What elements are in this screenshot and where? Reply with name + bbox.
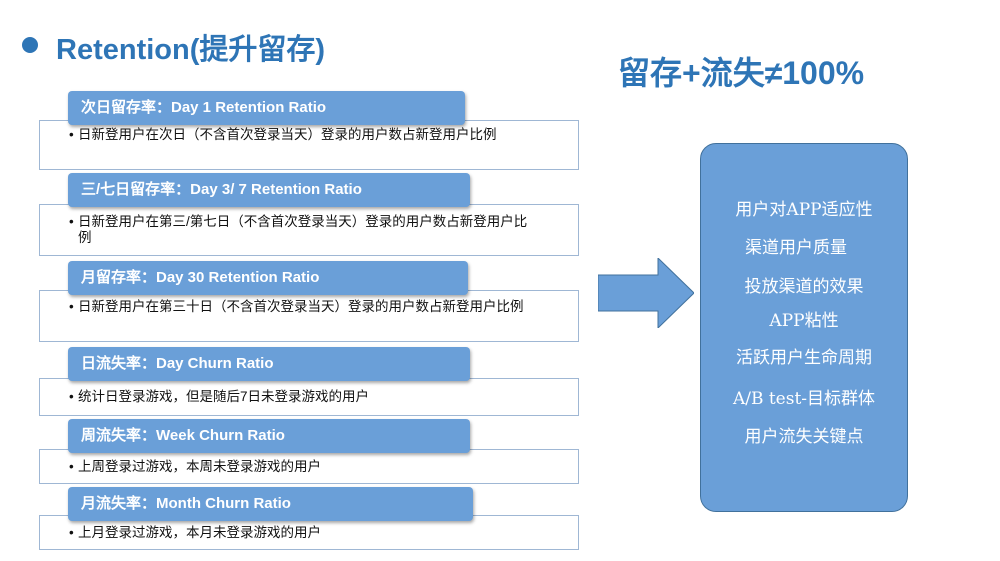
page-title: Retention(提升留存) — [56, 34, 326, 66]
bullet-icon: • — [69, 459, 74, 474]
metric-description: 日新登用户在第三十日（不含首次登录当天）登录的用户数占新登用户比例 — [78, 299, 524, 314]
metric-header: 月留存率：Day 30 Retention Ratio — [68, 261, 468, 295]
bullet-icon: • — [69, 389, 74, 404]
metric-header: 周流失率：Week Churn Ratio — [68, 419, 470, 453]
metric-description: 日新登用户在次日（不含首次登录当天）登录的用户数占新登用户比例 — [78, 127, 497, 142]
bullet-icon: • — [69, 525, 74, 540]
metric-description-box: • 日新登用户在次日（不含首次登录当天）登录的用户数占新登用户比例 — [39, 120, 579, 170]
metric-description: 上周登录过游戏，本周未登录游戏的用户 — [78, 459, 321, 474]
metric-description: 统计日登录游戏，但是随后7日未登录游戏的用户 — [78, 389, 370, 404]
factor-item: 投放渠道的效果 — [744, 277, 864, 297]
bullet-icon: • — [69, 214, 74, 229]
bullet-icon: • — [69, 299, 74, 314]
metric-description-box: • 日新登用户在第三/第七日（不含首次登录当天）登录的用户数占新登用户比例 — [39, 204, 579, 256]
metric-description: 日新登用户在第三/第七日（不含首次登录当天）登录的用户数占新登用户比例 — [78, 214, 528, 245]
factors-panel: 用户对APP适应性 渠道用户质量 投放渠道的效果 APP粘性 活跃用户生命周期 … — [700, 143, 908, 512]
metric-description-box: • 日新登用户在第三十日（不含首次登录当天）登录的用户数占新登用户比例 — [39, 290, 579, 342]
metric-header: 三/七日留存率：Day 3/ 7 Retention Ratio — [68, 173, 470, 207]
metric-header: 月流失率：Month Churn Ratio — [68, 487, 473, 521]
factor-item: 用户流失关键点 — [744, 427, 864, 447]
bullet-icon: • — [69, 127, 74, 142]
formula-heading: 留存+流失≠100% — [618, 55, 865, 91]
factor-item: APP粘性 — [769, 311, 839, 331]
metric-description-box: • 上周登录过游戏，本周未登录游戏的用户 — [39, 449, 579, 484]
right-arrow-icon — [598, 258, 694, 328]
factor-item: 渠道用户质量 — [745, 238, 847, 258]
metric-description: 上月登录过游戏，本月未登录游戏的用户 — [78, 525, 321, 540]
metric-header: 日流失率：Day Churn Ratio — [68, 347, 470, 381]
metric-description-box: • 统计日登录游戏，但是随后7日未登录游戏的用户 — [39, 378, 579, 416]
title-bullet-icon — [22, 37, 38, 53]
factor-item: 用户对APP适应性 — [735, 200, 873, 220]
factor-item: A/B test-目标群体 — [732, 389, 876, 409]
metric-header: 次日留存率：Day 1 Retention Ratio — [68, 91, 465, 125]
factor-item: 活跃用户生命周期 — [736, 348, 872, 368]
